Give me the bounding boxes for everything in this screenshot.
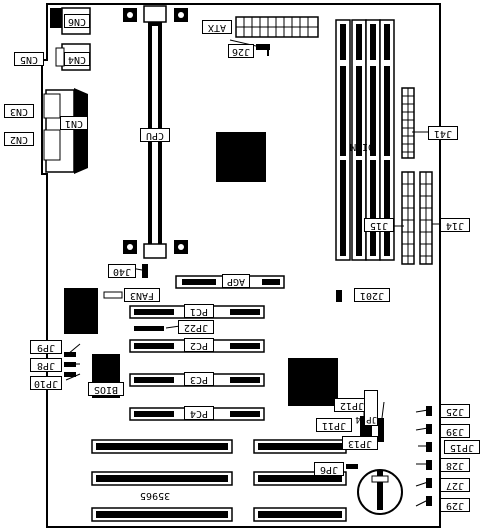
cn4-label: CN4 — [64, 52, 90, 66]
right-edge-jumpers — [426, 406, 432, 506]
cpu-label: CPU — [140, 128, 170, 142]
j26-jumper — [256, 44, 270, 50]
j40-label: J40 — [108, 264, 136, 278]
j41-label: J41 — [428, 126, 458, 140]
jp6-label: JP6 — [314, 462, 344, 476]
jp22-label: JP22 — [178, 320, 214, 334]
jp11-label: JP11 — [316, 418, 352, 432]
jp22-jumper — [134, 326, 164, 331]
j28-label: J28 — [440, 458, 470, 472]
j26-label: J26 — [228, 44, 254, 58]
io-chip — [64, 288, 98, 334]
jp8-label: JP8 — [30, 358, 62, 372]
jp9-label: JP9 — [30, 340, 62, 354]
board-number: 35965 — [140, 490, 171, 501]
jp6-jumper — [346, 464, 358, 469]
battery — [357, 469, 403, 515]
agp-label: AGP — [222, 274, 250, 288]
j29-label: J29 — [440, 498, 470, 512]
jp10-label: JP10 — [30, 376, 62, 390]
cn3-label: CN3 — [4, 104, 34, 118]
j15-label: J15 — [364, 218, 394, 232]
atx-label: ATX — [202, 20, 232, 34]
j201-jumper — [336, 290, 342, 302]
cn1-connector-block — [43, 88, 88, 174]
j39-label: J39 — [440, 424, 470, 438]
pc3-label: PC3 — [184, 372, 214, 386]
super-io-chip — [288, 358, 338, 406]
dimm-label: DIMM — [349, 141, 375, 152]
pc2-label: PC2 — [184, 338, 214, 352]
jp13-label: JP13 — [342, 436, 378, 450]
bios-label: BIOS — [88, 382, 124, 396]
j14-label: J14 — [440, 218, 470, 232]
jp15-label: JP15 — [444, 440, 480, 454]
j40-jumper — [142, 264, 148, 278]
cn6-label: CN6 — [64, 14, 90, 28]
pc4-label: PC4 — [184, 406, 214, 420]
atx-power-connector — [235, 16, 319, 38]
northbridge-chip — [216, 132, 266, 182]
j201-label: J201 — [354, 288, 390, 302]
j25-label: J25 — [440, 404, 470, 418]
j27-label: J27 — [440, 478, 470, 492]
fan3-label: FAN3 — [124, 288, 160, 302]
jp14-label: JP14 — [355, 390, 378, 426]
cn2-label: CN2 — [4, 132, 34, 146]
pc1-label: PC1 — [184, 304, 214, 318]
cn5-label: CN5 — [14, 52, 44, 66]
cn1-label: CN1 — [60, 116, 88, 130]
fan3-header — [103, 291, 123, 299]
